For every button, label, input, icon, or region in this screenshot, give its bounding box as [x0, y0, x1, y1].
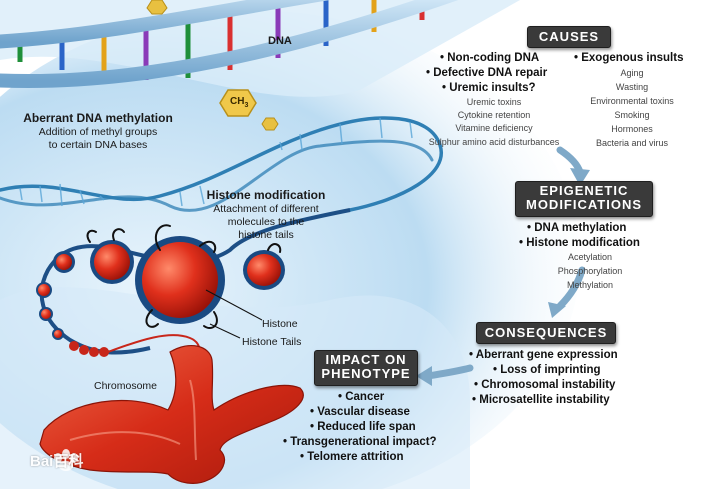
chromosome-label: Chromosome [94, 380, 158, 392]
impact-header: IMPACT ON PHENOTYPE [314, 350, 418, 386]
histone-mod-line-3: histone tails [238, 229, 294, 241]
causes-sub-item: Vitamine deficiency [455, 123, 533, 133]
causes-sub-item: Smoking [614, 110, 650, 120]
impact-item: Vascular disease [310, 406, 410, 418]
consequences-item: Microsatellite instability [472, 394, 609, 406]
impact-item: Reduced life span [310, 421, 415, 433]
causes-sub-item: Cytokine retention [457, 110, 531, 120]
histone-beads [36, 236, 285, 357]
epigenetic-sub-item: Methylation [566, 280, 614, 290]
causes-sub-item: Aging [620, 68, 644, 78]
causes-sub-item: Environmental toxins [590, 96, 674, 106]
causes-item: Non-coding DNA [440, 52, 539, 64]
methyl-label: CH3 [230, 96, 249, 109]
consequences-item: Chromosomal instability [474, 379, 615, 391]
consequences-header: CONSEQUENCES [476, 322, 616, 344]
causes-item: Defective DNA repair [426, 67, 547, 79]
consequences-item: Aberrant gene expression [469, 349, 618, 361]
epigenetic-sub-item: Phosphorylation [557, 266, 623, 276]
epigenetic-sub-item: Acetylation [567, 252, 613, 262]
methylation-line-1: Addition of methyl groups [38, 126, 158, 138]
watermark: Bai百科 [30, 453, 84, 470]
causes-sub-item: Wasting [615, 82, 649, 92]
causes-sub-item: Bacteria and virus [595, 138, 669, 148]
histone-mod-line-2: molecules to the [227, 216, 305, 228]
causes-sub-item: Hormones [611, 124, 653, 134]
causes-sub-item: Uremic toxins [466, 97, 522, 107]
epigenetic-header: EPIGENETIC MODIFICATIONS [515, 181, 653, 217]
epigenetic-item: DNA methylation [527, 222, 626, 234]
causes-header: CAUSES [527, 26, 611, 48]
impact-item: Cancer [338, 391, 384, 403]
histone-label: Histone [262, 318, 298, 330]
histone-mod-title: Histone modification [206, 188, 326, 202]
impact-item: Transgenerational impact? [283, 436, 436, 448]
impact-item: Telomere attrition [300, 451, 403, 463]
histone-tails-label: Histone Tails [242, 336, 302, 348]
dna-helix [0, 0, 459, 89]
causes-item: Uremic insults? [442, 82, 535, 94]
methylation-line-2: to certain DNA bases [48, 139, 148, 151]
methylation-title: Aberrant DNA methylation [23, 111, 173, 125]
epigenetic-item: Histone modification [519, 237, 640, 249]
causes-sub-item: Sulphur amino acid disturbances [428, 137, 560, 147]
chromosome-shape [39, 344, 304, 484]
histone-mod-line-1: Attachment of different [213, 203, 319, 215]
dna-label: DNA [268, 35, 292, 47]
consequences-item: Loss of imprinting [493, 364, 600, 376]
causes-item: Exogenous insults [574, 52, 683, 64]
